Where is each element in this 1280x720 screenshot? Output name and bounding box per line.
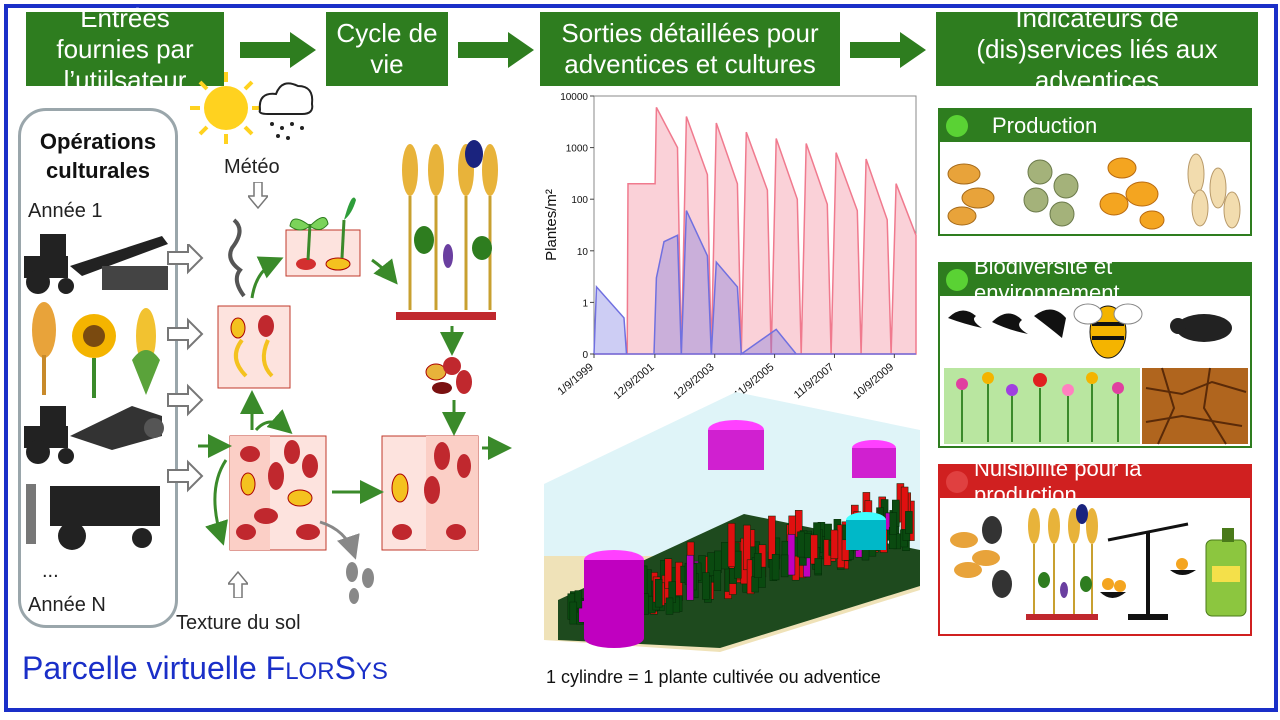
plant-cylinder <box>734 550 742 579</box>
year-last-label: Année N <box>28 594 106 616</box>
biodiversity-icons <box>944 303 1248 445</box>
plant-cylinder <box>830 529 839 559</box>
year-first-label: Année 1 <box>28 200 103 222</box>
plant-cylinder <box>702 572 710 600</box>
dormant-seeds-box <box>217 305 291 389</box>
plant-cylinder <box>768 515 776 560</box>
header-inputs: Entrées fournies par l’utiilsateur <box>26 3 224 95</box>
virtual-field-3d-view <box>544 392 920 652</box>
header-arrow-2 <box>458 32 534 68</box>
virtual-field-title: Parcelle virtuelle FLORSYS <box>22 650 388 686</box>
panel-biodiversity: Biodiversité et environnement <box>938 254 1252 448</box>
herbicide-can-icon <box>1205 528 1247 617</box>
seed-types-icons <box>947 153 1241 230</box>
plant-cylinder <box>905 511 913 534</box>
seeds-pile-icon <box>950 516 1012 598</box>
plant-cylinder <box>713 570 722 591</box>
input-arrows <box>167 244 204 493</box>
combine-harvester-icon <box>26 484 160 550</box>
header-indicators: Indicateurs de (dis)services liés aux ad… <box>936 3 1258 95</box>
weather-down-arrow <box>248 182 268 210</box>
plant-cylinder <box>751 576 759 593</box>
panel-harmfulness-title: Nuisibilité pour la production <box>974 456 1142 507</box>
series-1-area <box>593 210 916 356</box>
sun-icon <box>190 72 262 144</box>
weather-icons <box>190 72 314 144</box>
harmfulness-icons <box>950 504 1247 620</box>
operation-icons <box>24 234 168 550</box>
plant-cylinder <box>714 550 722 573</box>
plant-cylinder <box>665 597 674 615</box>
tractor-sprayer-icon <box>24 406 164 464</box>
plant-cylinder <box>654 579 663 608</box>
panel-production-title: Production <box>992 113 1098 138</box>
header-outputs: Sorties détaillées pour adventices et cu… <box>540 12 840 86</box>
happy-smiley-icon <box>946 115 968 137</box>
plant-cylinder <box>814 558 822 575</box>
plant-cylinder <box>754 553 762 578</box>
series-0-area <box>594 107 917 355</box>
plant-cylinder <box>727 523 736 568</box>
life-cycle-diagram <box>198 140 512 604</box>
plant-cylinder <box>889 512 898 535</box>
germinating-seed-icon <box>228 218 246 298</box>
crop-weed-stand-icon <box>1026 504 1098 620</box>
panel-production: Production <box>938 108 1252 236</box>
panel-biodiversity-title: Biodiversité et environnement <box>974 254 1120 305</box>
plant-cylinder <box>787 534 796 576</box>
scale-icon <box>1100 522 1196 620</box>
plant-cylinder <box>664 558 673 589</box>
plant-cylinder <box>810 534 818 565</box>
plant-cylinder <box>771 554 780 581</box>
year-ellipsis: ... <box>42 560 59 582</box>
mature-crop-weed-stand <box>396 140 498 320</box>
plant-cylinder <box>574 590 583 609</box>
y-tick-label: 1000 <box>566 144 589 155</box>
plant-cylinder <box>721 542 729 570</box>
bee-icon <box>1073 303 1143 359</box>
weather-label: Météo <box>224 156 280 178</box>
tractor-plough-icon <box>24 234 168 294</box>
soil-label: Texture du sol <box>176 612 301 634</box>
cylinder-caption: 1 cylindre = 1 plante cultivée ou advent… <box>546 667 881 687</box>
seedbank-box <box>229 435 327 551</box>
y-tick-label: 10000 <box>560 92 588 103</box>
header-cycle: Cycle de vie <box>326 12 448 86</box>
seedbank-box-next <box>381 435 479 551</box>
bird-icons <box>948 309 1066 338</box>
large-cylinders <box>584 420 896 648</box>
panel-harmfulness: Nuisibilité pour la production <box>938 456 1252 636</box>
beetle-icon <box>1170 314 1232 342</box>
wildflowers-icon <box>956 372 1124 442</box>
y-tick-label: 1 <box>582 298 588 309</box>
rain-cloud-icon <box>258 82 314 140</box>
plant-cylinder <box>900 486 909 530</box>
y-tick-label: 10 <box>577 247 589 258</box>
falling-seeds <box>425 357 472 394</box>
header-arrow-3 <box>850 32 926 68</box>
plant-cylinder <box>707 552 715 576</box>
y-tick-label: 0 <box>582 350 588 361</box>
y-tick-label: 100 <box>571 195 588 206</box>
plant-cylinder <box>686 554 694 601</box>
header-arrow-1 <box>240 32 316 68</box>
soil-up-arrow <box>228 570 248 598</box>
plant-cylinder <box>803 533 812 559</box>
y-axis-label: Plantes/m² <box>543 189 560 261</box>
crop-icons <box>32 302 160 398</box>
plant-cylinder <box>797 531 805 558</box>
dead-seeds <box>346 562 374 604</box>
plant-cylinder <box>569 601 578 625</box>
plant-cylinder <box>780 554 789 578</box>
dry-soil-icon <box>1142 367 1248 445</box>
cultural-operations-title: Opérations culturales <box>39 129 157 183</box>
sad-smiley-icon <box>946 471 968 493</box>
happy-smiley-icon <box>946 269 968 291</box>
figure-frame <box>4 4 1278 712</box>
seedling-box <box>285 197 361 277</box>
